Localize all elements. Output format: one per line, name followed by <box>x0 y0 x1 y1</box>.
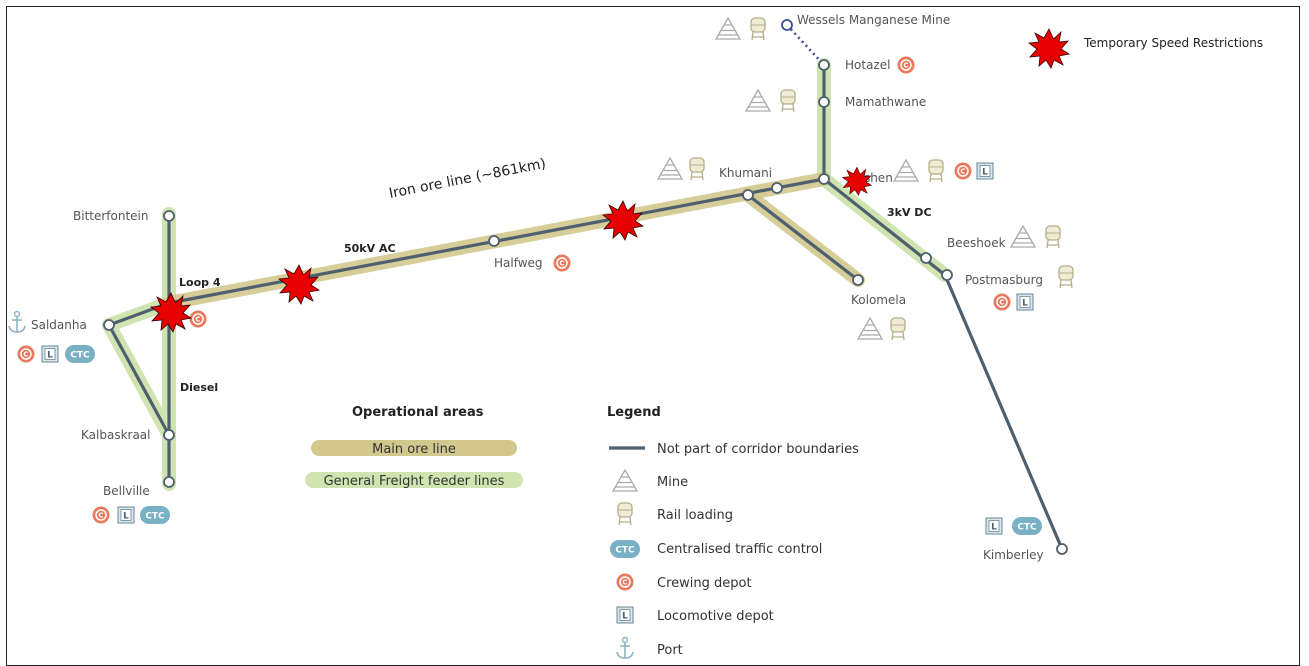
legend-loco-letter: L <box>622 612 628 622</box>
station-bitterfontein-label: Bitterfontein <box>73 209 149 223</box>
svg-text:L: L <box>1022 299 1028 309</box>
tsr-legend-label: Temporary Speed Restrictions <box>1083 36 1263 50</box>
station-nodes <box>103 19 1068 555</box>
svg-text:CTC: CTC <box>1017 523 1037 533</box>
rail-network-map: Wessels Manganese Mine Hotazel Mamathwan… <box>8 13 1263 659</box>
ctc-badges <box>65 345 1042 535</box>
legend-ctc: Centralised traffic control <box>657 542 822 557</box>
station-kalbaskraal-label: Kalbaskraal <box>81 428 151 442</box>
svg-text:CTC: CTC <box>145 512 165 522</box>
legend-port-icon <box>616 636 634 659</box>
svg-text:C: C <box>98 512 103 520</box>
iron-ore-line-title: Iron ore line (~861km) <box>388 156 548 202</box>
legend-loco: Locomotive depot <box>657 609 774 624</box>
svg-text:L: L <box>982 168 988 178</box>
svg-text:L: L <box>991 523 997 533</box>
svg-text:C: C <box>999 299 1004 307</box>
svg-text:C: C <box>903 62 908 70</box>
main-ore-swatch <box>311 440 517 456</box>
station-beeshoek-label: Beeshoek <box>947 236 1006 250</box>
svg-text:C: C <box>559 260 564 268</box>
main-ore-label: Main ore line <box>372 442 456 457</box>
ctc-badge-letters: CTC CTC CTC <box>70 351 1037 533</box>
wessels-spur-dotted <box>786 24 825 66</box>
station-postmasburg-label: Postmasburg <box>965 273 1043 287</box>
diesel-label: Diesel <box>180 381 218 394</box>
legend-title: Legend <box>607 405 661 420</box>
legend-crew-letter: C <box>622 579 627 587</box>
station-saldanha-label: Saldanha <box>31 318 87 332</box>
station-halfweg-label: Halfweg <box>494 256 543 270</box>
svg-text:CTC: CTC <box>70 351 90 361</box>
legend-mine: Mine <box>657 475 688 490</box>
freight-swatch <box>305 472 523 488</box>
station-kimberley-label: Kimberley <box>983 548 1044 562</box>
legend-not-part: Not part of corridor boundaries <box>657 442 859 457</box>
station-kolomela-label: Kolomela <box>851 293 906 307</box>
legend-rail-icon <box>617 502 633 526</box>
legend-rail-loading: Rail loading <box>657 508 733 523</box>
station-bellville-label: Bellville <box>103 484 150 498</box>
legend-crewing: Crewing depot <box>657 576 752 591</box>
station-wessels-label: Wessels Manganese Mine <box>797 13 950 27</box>
svg-text:C: C <box>195 316 200 324</box>
svg-text:C: C <box>23 351 28 359</box>
legend-ctc-letters: CTC <box>615 546 635 556</box>
svg-text:L: L <box>123 512 129 522</box>
saldanha-port-icon <box>8 310 26 333</box>
dc-label: 3kV DC <box>887 206 932 219</box>
map-frame: Wessels Manganese Mine Hotazel Mamathwan… <box>6 6 1300 666</box>
freight-label: General Freight feeder lines <box>324 474 505 489</box>
operational-areas-title: Operational areas <box>352 405 484 420</box>
legend-mine-icon <box>612 469 638 492</box>
station-hotazel-label: Hotazel <box>845 58 890 72</box>
station-khumani-label: Khumani <box>719 166 772 180</box>
station-mamathwane-label: Mamathwane <box>845 95 926 109</box>
crew-badge-letters: C C C C C C C <box>23 62 1004 520</box>
ac-label: 50kV AC <box>344 242 396 255</box>
svg-text:L: L <box>47 351 53 361</box>
loop4-label: Loop 4 <box>179 276 221 289</box>
loco-badge-letters: L L L L L <box>47 168 1028 533</box>
tsr-markers <box>150 28 1070 333</box>
track-lines <box>107 63 1064 551</box>
freight-feeder-halos <box>102 58 952 491</box>
legend-port: Port <box>657 643 683 658</box>
svg-text:C: C <box>960 168 965 176</box>
